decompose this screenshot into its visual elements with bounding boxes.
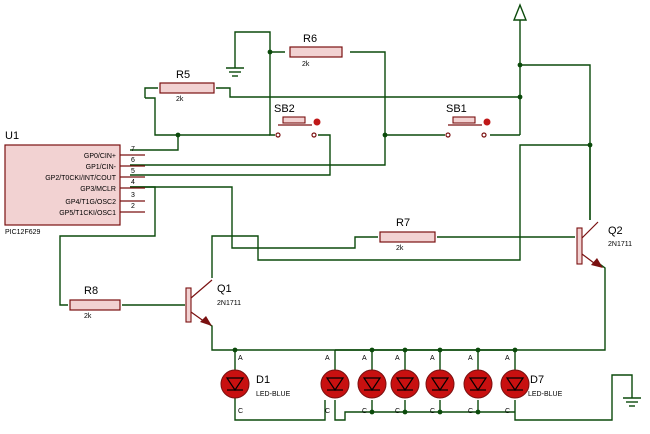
resistor-value: 2k <box>396 245 404 252</box>
cathode-label: C <box>430 408 435 415</box>
led-ref: D7 <box>530 374 544 386</box>
junction-dot <box>175 132 181 138</box>
pin-name: GP1/CIN- <box>86 164 117 171</box>
cathode-label: C <box>238 408 243 415</box>
junction-dot <box>517 94 523 100</box>
led-array-item[interactable]: A C <box>463 355 493 415</box>
ground-symbol-top <box>226 67 244 77</box>
junction-dot <box>437 347 443 353</box>
ic-pin-gp2: GP2/T0CKI/INT/COUT 5 <box>45 168 145 182</box>
cathode-label: C <box>325 408 330 415</box>
transistor-part: 2N1711 <box>608 241 632 248</box>
resistor-ref: R8 <box>84 285 98 297</box>
junctions <box>175 49 593 415</box>
resistor-ref: R7 <box>396 217 410 229</box>
cathode-label: C <box>505 408 510 415</box>
resistor-ref: R5 <box>176 69 190 81</box>
junction-dot <box>382 132 388 138</box>
pin-name: GP2/T0CKI/INT/COUT <box>45 175 117 182</box>
ic-pin-gp0: GP0/CIN+ 7 <box>84 146 145 160</box>
junction-dot <box>475 347 481 353</box>
resistor-r7[interactable]: R7 2k <box>379 217 436 252</box>
led-d1[interactable]: A C D1 LED-BLUE <box>220 355 291 415</box>
junction-dot <box>369 409 375 415</box>
pin-number: 4 <box>131 179 135 186</box>
pin-number: 6 <box>131 157 135 164</box>
pin-number: 2 <box>131 203 135 210</box>
wires <box>59 20 633 421</box>
cathode-label: C <box>395 408 400 415</box>
anode-label: A <box>505 355 510 362</box>
resistor-value: 2k <box>176 96 184 103</box>
resistor-value: 2k <box>84 313 92 320</box>
ic-u1-part: PIC12F629 <box>5 229 41 236</box>
ic-u1[interactable]: U1 PIC12F629 GP0/CIN+ 7 GP1/CIN- 6 GP2/T… <box>4 130 145 236</box>
junction-dot <box>402 409 408 415</box>
junction-dot <box>517 62 523 68</box>
transistor-ref: Q1 <box>217 283 232 295</box>
pin-name: GP4/T1G/OSC2 <box>65 199 116 206</box>
ic-pin-gp3: GP3/MCLR 4 <box>80 179 145 193</box>
ic-u1-body[interactable] <box>4 144 121 226</box>
resistor-ref: R6 <box>303 33 317 45</box>
junction-dot <box>475 409 481 415</box>
led-part: LED-BLUE <box>528 391 563 398</box>
junction-dot <box>369 347 375 353</box>
pin-number: 5 <box>131 168 135 175</box>
junction-dot <box>402 347 408 353</box>
transistor-q2[interactable]: Q2 2N1711 <box>576 221 632 268</box>
switch-sb1[interactable]: SB1 <box>445 103 491 138</box>
resistor-r6[interactable]: R6 2k <box>289 33 343 68</box>
ic-u1-ref: U1 <box>5 130 19 142</box>
pin-number: 7 <box>131 146 135 153</box>
transistor-ref: Q2 <box>608 225 623 237</box>
junction-dot <box>267 49 273 55</box>
led-part: LED-BLUE <box>256 391 291 398</box>
led-array-item[interactable]: A C <box>357 355 387 415</box>
power-terminal-arrow <box>512 3 528 21</box>
junction-dot <box>232 347 238 353</box>
anode-label: A <box>395 355 400 362</box>
cathode-label: C <box>468 408 473 415</box>
pin-name: GP3/MCLR <box>80 186 116 193</box>
resistor-r8[interactable]: R8 2k <box>69 285 121 320</box>
transistor-q1[interactable]: Q1 2N1711 <box>185 279 241 326</box>
switch-sb2[interactable]: SB2 <box>274 103 321 138</box>
led-array: A C A C A C A C A C <box>320 355 563 415</box>
led-array-item[interactable]: A C <box>390 355 420 415</box>
anode-label: A <box>238 355 243 362</box>
switch-actuator-icon[interactable] <box>483 118 491 126</box>
switch-ref: SB2 <box>274 103 295 115</box>
pin-number: 3 <box>131 192 135 199</box>
anode-label: A <box>325 355 330 362</box>
pin-name: GP0/CIN+ <box>84 153 116 160</box>
led-d7[interactable]: A C D7 LED-BLUE <box>500 355 563 415</box>
led-array-item[interactable]: A C <box>320 355 350 415</box>
junction-dot <box>512 347 518 353</box>
ic-pin-gp5: GP5/T1CKI/OSC1 2 <box>59 203 145 217</box>
anode-label: A <box>468 355 473 362</box>
resistor-r5[interactable]: R5 2k <box>159 69 215 103</box>
led-array-item[interactable]: A C <box>425 355 455 415</box>
ic-pin-gp1: GP1/CIN- 6 <box>86 157 145 171</box>
junction-dot <box>587 142 593 148</box>
switch-ref: SB1 <box>446 103 467 115</box>
switch-actuator-icon[interactable] <box>313 118 321 126</box>
ic-pin-gp4: GP4/T1G/OSC2 3 <box>65 192 145 206</box>
anode-label: A <box>430 355 435 362</box>
led-ref: D1 <box>256 374 270 386</box>
transistor-part: 2N1711 <box>217 300 241 307</box>
pin-name: GP5/T1CKI/OSC1 <box>59 210 116 217</box>
ground-symbol-right <box>623 397 641 407</box>
resistor-value: 2k <box>302 61 310 68</box>
junction-dot <box>437 409 443 415</box>
anode-label: A <box>362 355 367 362</box>
cathode-label: C <box>362 408 367 415</box>
